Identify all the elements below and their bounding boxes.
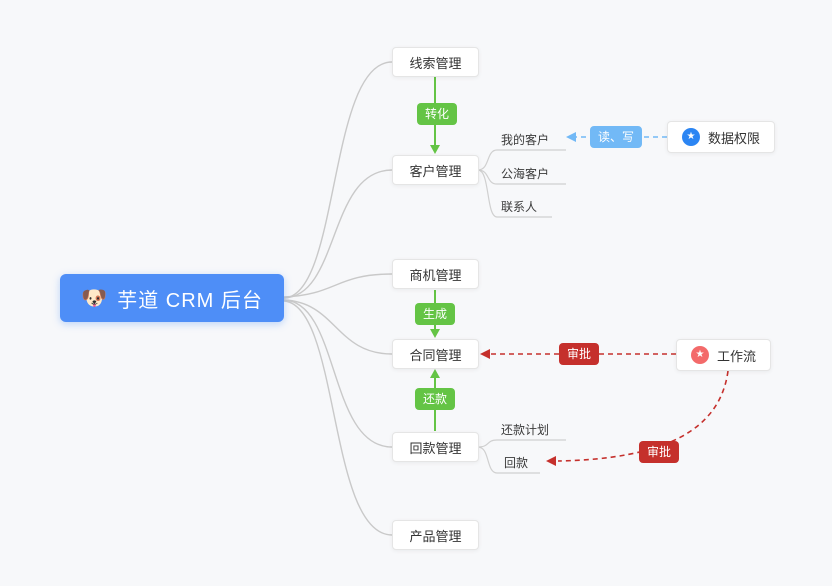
data-permission-label: 数据权限 [708,130,761,146]
arrow-repay-head [430,369,440,378]
node-leads-management[interactable]: 线索管理 [392,47,479,77]
edge-root-leads [283,61,393,299]
edge-customers-contacts [477,169,498,218]
edge-customers-my [477,149,498,171]
edge-customers-public [477,169,498,185]
dog-icon: 🐶 [81,286,109,310]
badge-read-write: 读、写 [589,126,643,148]
root-label: 芋道 CRM 后台 [117,289,263,312]
badge-approve-repayment: 审批 [638,441,680,463]
workflow-label: 工作流 [717,348,757,364]
sub-node-contacts: 联系人 [501,200,538,214]
edge-root-receivable [283,299,393,448]
sub-node-repayment-plan: 还款计划 [501,423,550,437]
node-workflow[interactable]: ★ 工作流 [676,339,772,371]
node-data-permission[interactable]: ★ 数据权限 [667,121,776,153]
arrow-approve-contract-head [480,349,490,359]
edge-root-opportunity [283,273,393,298]
node-opportunity-management[interactable]: 商机管理 [392,259,479,289]
node-receivable-management[interactable]: 回款管理 [392,432,479,462]
star-icon: ★ [682,128,700,146]
sub-node-repayment: 回款 [504,456,529,470]
root-node-crm-backend[interactable]: 🐶 芋道 CRM 后台 [60,274,284,322]
node-product-management[interactable]: 产品管理 [392,520,479,550]
node-contract-management[interactable]: 合同管理 [392,339,479,369]
arrow-convert-head [430,145,440,154]
badge-approve-contract: 审批 [558,343,600,365]
arrow-read-write-head [566,132,576,142]
arrow-generate-head [430,329,440,338]
sub-node-public-customers: 公海客户 [501,167,550,181]
edge-root-customers [283,169,393,299]
node-customer-management[interactable]: 客户管理 [392,155,479,185]
arrow-approve-repayment-line [557,370,729,462]
star-icon: ★ [691,346,709,364]
edge-root-product [283,300,393,536]
edge-root-contract [283,299,393,355]
edge-receivable-repayment [477,446,498,474]
edge-receivable-plan [477,439,498,448]
arrow-approve-repayment-head [546,456,556,466]
sub-node-my-customers: 我的客户 [501,133,550,147]
badge-repay: 还款 [414,388,456,410]
badge-generate: 生成 [414,303,456,325]
badge-convert: 转化 [416,103,458,125]
